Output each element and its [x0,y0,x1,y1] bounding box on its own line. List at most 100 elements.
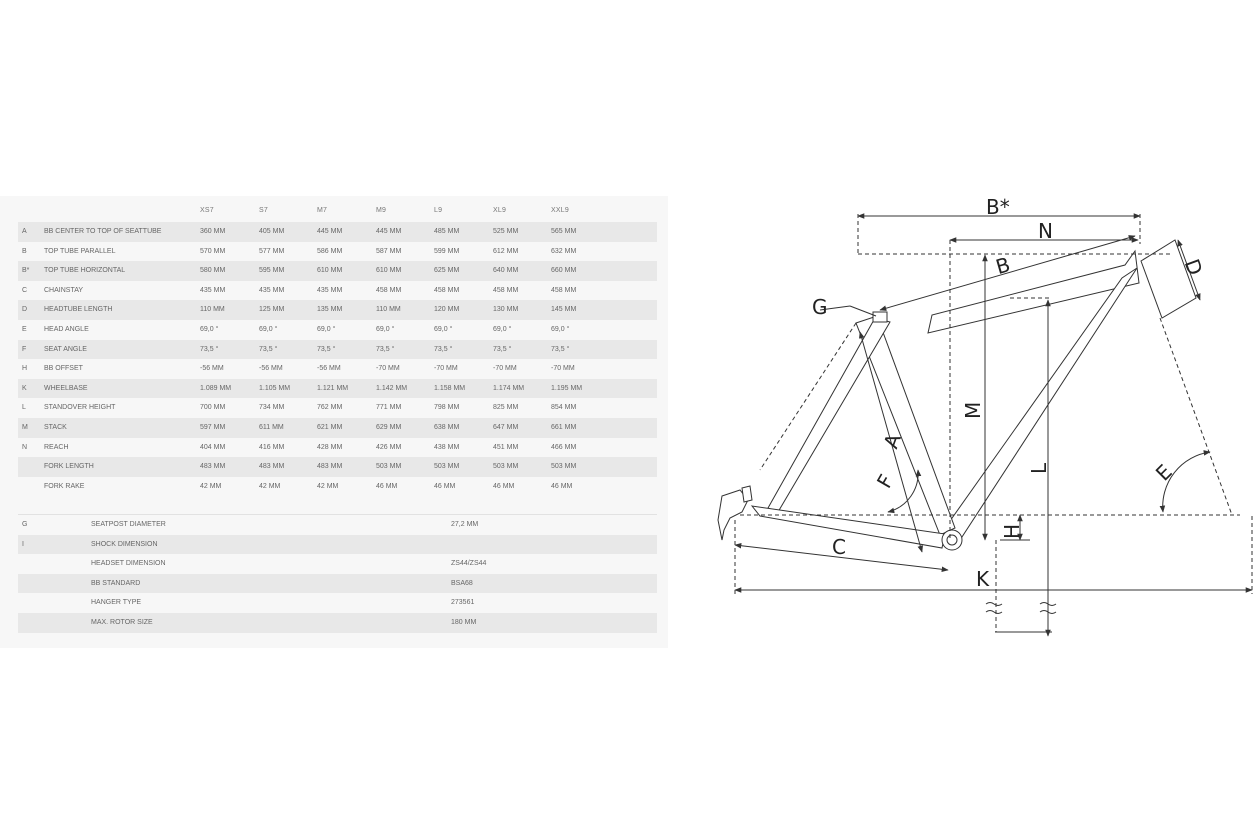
row-value: 130 MM [493,306,519,314]
bike-frame-outline [717,239,1197,551]
row-value: 458 MM [551,286,577,294]
row-code: L [22,404,26,412]
row-value: 661 MM [551,424,577,431]
row-value: 73,5 ° [493,345,512,353]
row-value: 46 MM [376,482,398,490]
row-label: HEADTUBE LENGTH [44,306,113,314]
row-value: 73,5 ° [376,345,395,353]
row-label: STACK [44,424,67,431]
spec-code: G [22,521,28,528]
row-value: 483 MM [200,463,226,471]
row-value: 428 MM [317,443,343,451]
row-value: 1.195 MM [551,384,583,392]
row-value: 1.121 MM [317,384,349,392]
row-value: 125 MM [259,306,285,314]
row-value: 69,0 ° [551,326,570,333]
row-value: 120 MM [434,306,460,314]
row-label: TOP TUBE HORIZONTAL [44,267,126,275]
row-value: 1.105 MM [259,384,291,392]
row-value: 458 MM [493,286,519,294]
row-value: -70 MM [434,365,458,373]
row-value: 483 MM [317,463,343,471]
row-value: 69,0 ° [376,326,395,333]
size-header-xxl9: XXL9 [551,207,569,214]
size-header-s7: S7 [259,207,268,214]
row-value: 73,5 ° [259,345,278,353]
label-m: M [961,402,985,419]
size-header-m7: M7 [317,207,328,214]
label-f: F [872,470,899,492]
label-b-star: B* [986,195,1010,219]
row-value: 73,5 ° [200,345,219,353]
size-header-xl9: XL9 [493,207,507,214]
row-value: 42 MM [200,482,222,490]
row-value: 771 MM [376,404,402,412]
dimension-lines [734,213,1253,637]
label-h: H [1000,524,1024,539]
spec-label: SEATPOST DIAMETER [91,521,166,528]
row-value: 426 MM [376,443,402,451]
row-code: C [22,286,28,294]
row-value: 466 MM [551,443,577,451]
row-code: E [22,326,27,333]
label-n: N [1038,219,1053,243]
row-value: 586 MM [317,247,343,255]
row-value: 1.158 MM [434,384,466,392]
row-value: 599 MM [434,247,460,255]
row-value: 46 MM [551,482,573,490]
spec-value: 27,2 MM [451,521,479,528]
row-label: BB CENTER TO TOP OF SEATTUBE [44,228,162,235]
row-value: 611 MM [259,424,284,431]
row-label: TOP TUBE PARALLEL [44,247,116,255]
row-value: 577 MM [259,247,285,255]
row-label: BB OFFSET [44,365,83,373]
row-value: 69,0 ° [317,326,336,333]
row-value: 416 MM [259,443,285,451]
row-label: WHEELBASE [44,384,88,392]
row-code: D [22,306,28,314]
row-value: 1.089 MM [200,384,232,392]
spec-value: ZS44/ZS44 [451,560,487,568]
row-value: 145 MM [551,306,577,314]
row-value: 734 MM [259,404,285,412]
row-value: 565 MM [551,228,577,235]
row-code: B [22,247,27,255]
row-value: 1.174 MM [493,384,525,392]
spec-row: HANGER TYPE 273561 [18,593,657,613]
row-value: 647 MM [493,424,519,431]
row-value: 798 MM [434,404,460,412]
row-value: 438 MM [434,443,460,451]
spec-row: G SEATPOST DIAMETER 27,2 MM [18,515,657,535]
row-label: REACH [44,443,69,451]
row-value: 595 MM [259,267,285,275]
row-value: 632 MM [551,247,577,255]
row-label: CHAINSTAY [44,286,84,294]
spec-label: HANGER TYPE [91,599,142,607]
label-l: L [1027,462,1051,474]
row-value: 525 MM [493,228,519,235]
size-header-xs7: XS7 [200,207,214,214]
row-value: 46 MM [493,482,515,490]
row-value: 483 MM [259,463,285,471]
row-value: 458 MM [434,286,460,294]
row-value: 485 MM [434,228,460,235]
spec-label: BB STANDARD [91,579,141,587]
row-value: 435 MM [200,286,226,294]
row-value: 110 MM [200,306,225,314]
row-value: 638 MM [434,424,460,431]
row-value: -56 MM [259,365,283,373]
row-code: F [22,345,27,353]
table-divider [18,514,657,515]
spec-value: 273561 [451,599,475,607]
